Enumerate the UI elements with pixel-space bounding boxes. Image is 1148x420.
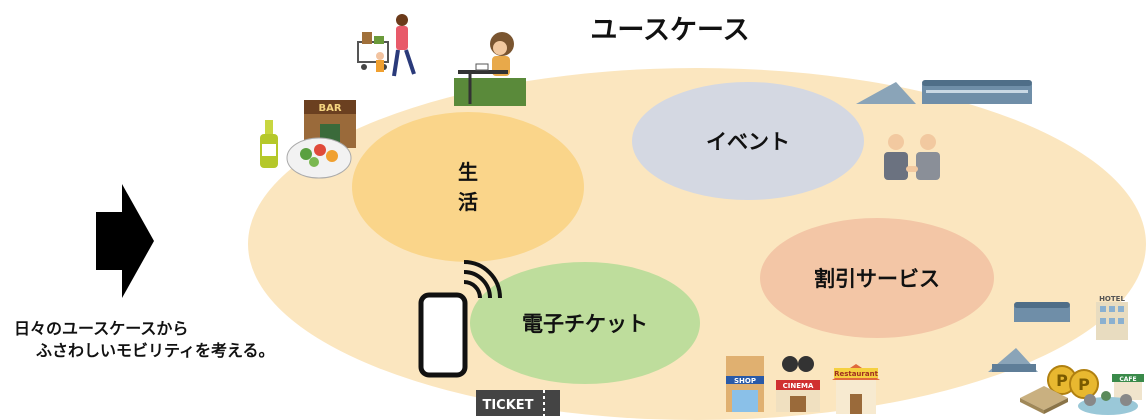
cafe-sign: CAFE bbox=[1119, 376, 1136, 383]
cafe-woman-icon bbox=[454, 32, 526, 106]
smartphone-icon bbox=[418, 292, 468, 378]
signal-icon bbox=[463, 260, 502, 299]
parking-coins-icon: P P bbox=[1047, 365, 1099, 399]
bar-sign: BAR bbox=[318, 103, 341, 114]
restaurant-sign: Restaurant bbox=[834, 370, 879, 378]
parking-letter-1: P bbox=[1056, 371, 1068, 390]
cinema-sign: CINEMA bbox=[783, 382, 814, 390]
caption-line-2: ふさわしいモビリティを考える。 bbox=[36, 341, 275, 360]
hotel-icon: HOTEL bbox=[1096, 295, 1128, 340]
stadium-buildings-icon bbox=[856, 80, 1032, 104]
ticket-text: TICKET bbox=[482, 398, 533, 413]
hotel-sign: HOTEL bbox=[1099, 295, 1125, 303]
caption: 日々のユースケースから ふさわしいモビリティを考える。 bbox=[14, 318, 275, 362]
shop-sign: SHOP bbox=[734, 377, 756, 385]
arena-icon bbox=[988, 348, 1038, 372]
shop-icon: SHOP bbox=[726, 356, 764, 412]
e-ticket-category: 電子チケット bbox=[470, 262, 700, 384]
life-label-2: 活 bbox=[458, 190, 478, 214]
discount-label: 割引サービス bbox=[814, 267, 940, 291]
diagram-title: ユースケース bbox=[590, 15, 750, 46]
shopping-woman-icon bbox=[357, 14, 416, 77]
cinema-icon: CINEMA bbox=[776, 356, 820, 412]
parking-letter-2: P bbox=[1078, 375, 1090, 394]
event-label: イベント bbox=[706, 130, 790, 154]
wine-bottle-icon bbox=[260, 120, 278, 168]
building-block-icon bbox=[1020, 386, 1068, 414]
restaurant-icon: Restaurant bbox=[832, 364, 880, 414]
cafe-icon: CAFE bbox=[1112, 374, 1144, 400]
arrow-right-icon bbox=[96, 184, 154, 298]
e-ticket-label: 電子チケット bbox=[522, 312, 648, 336]
life-label-1: 生 bbox=[458, 160, 478, 184]
hot-spring-icon bbox=[1078, 391, 1138, 415]
salad-bowl-icon bbox=[286, 137, 352, 179]
event-category: イベント bbox=[632, 82, 864, 200]
life-category: 生 活 bbox=[352, 112, 584, 262]
caption-line-1: 日々のユースケースから bbox=[14, 319, 189, 338]
handshake-icon bbox=[884, 134, 940, 180]
stadium-small-icon bbox=[1014, 302, 1070, 322]
discount-category: 割引サービス bbox=[760, 218, 994, 338]
ticket-icon: TICKET bbox=[476, 390, 560, 416]
